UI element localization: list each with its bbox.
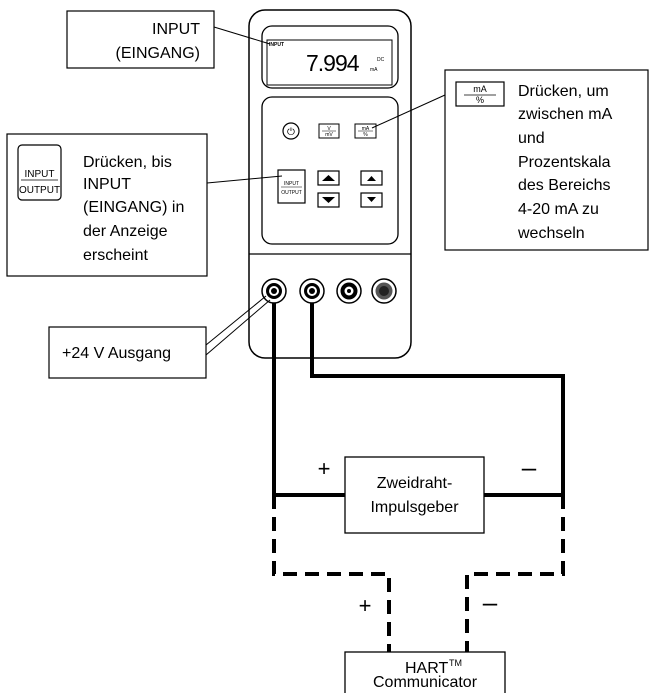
power-icon: ⏻: [287, 127, 295, 138]
leader-press-ma: [371, 94, 446, 129]
svg-text:V: V: [327, 126, 331, 132]
lcd-value: 7.994: [306, 50, 360, 76]
svg-text:(EINGANG): (EINGANG): [116, 45, 200, 62]
svg-text:%: %: [363, 132, 368, 138]
v-mv-button[interactable]: V mV: [318, 123, 340, 139]
svg-text:zwischen mA: zwischen mA: [518, 106, 613, 123]
svg-text:Prozentskala: Prozentskala: [518, 154, 611, 171]
svg-text:INPUT: INPUT: [83, 176, 131, 193]
svg-text:INPUT: INPUT: [25, 169, 55, 180]
arrow-up-left-button[interactable]: [317, 170, 340, 186]
jack-common[interactable]: [336, 278, 362, 304]
svg-text:HART: HART: [405, 660, 448, 677]
jack-ma-input[interactable]: [299, 278, 325, 304]
leader-24v-b: [205, 299, 271, 356]
input-output-button[interactable]: INPUT OUTPUT: [277, 169, 306, 204]
hart-plus-sign: +: [359, 593, 372, 618]
leader-input-eingang: [213, 26, 271, 45]
two-wire-transmitter: Zweidraht- Impulsgeber: [344, 456, 485, 534]
transmitter-minus-sign: –: [522, 452, 537, 482]
callout-press-ma: mA % Drücken, um zwischen mA und Prozent…: [444, 69, 649, 251]
svg-text:Impulsgeber: Impulsgeber: [370, 499, 459, 516]
svg-text:wechseln: wechseln: [517, 225, 585, 242]
svg-text:der Anzeige: der Anzeige: [83, 223, 168, 240]
svg-text:INPUT: INPUT: [152, 21, 200, 38]
lcd-screen: [266, 39, 393, 86]
hart-communicator: HART TM Communicator: [344, 651, 506, 693]
transmitter-plus-sign: +: [318, 456, 331, 481]
svg-text:Zweidraht-: Zweidraht-: [377, 475, 453, 492]
svg-text:mA: mA: [362, 126, 370, 132]
svg-text:(EINGANG) in: (EINGANG) in: [83, 199, 184, 216]
lcd-unit: mA: [370, 67, 378, 73]
arrow-down-left-button[interactable]: [317, 192, 340, 208]
svg-text:und: und: [518, 130, 545, 147]
hart-minus-sign: –: [483, 587, 498, 617]
svg-text:erscheint: erscheint: [83, 247, 148, 264]
svg-text:des Bereichs: des Bereichs: [518, 177, 611, 194]
callout-press-input: INPUT OUTPUT Drücken, bis INPUT (EINGANG…: [6, 133, 208, 277]
arrow-up-right-button[interactable]: [360, 170, 383, 186]
ma-percent-button[interactable]: mA %: [354, 123, 377, 139]
wire-hart-plus: [272, 495, 391, 652]
wire-minus-ma: [310, 303, 565, 497]
svg-text:+24 V Ausgang: +24 V Ausgang: [62, 345, 171, 362]
calibrator-device: INPUT 7.994 mA DC ⏻ V mV mA % INPUT: [248, 9, 412, 359]
callout-input-eingang: INPUT (EINGANG): [66, 10, 215, 69]
triangle-up-icon: [322, 175, 335, 181]
leader-press-input: [206, 175, 283, 184]
lcd-range: DC: [377, 57, 385, 63]
jack-24v-output[interactable]: [261, 278, 287, 304]
power-button[interactable]: ⏻: [282, 122, 300, 140]
svg-text:Drücken, bis: Drücken, bis: [83, 154, 172, 171]
ma-percent-key-icon: mA %: [455, 81, 505, 107]
triangle-down-small-icon: [367, 197, 376, 202]
triangle-up-small-icon: [367, 176, 376, 181]
triangle-down-icon: [322, 197, 335, 203]
svg-text:mA: mA: [473, 84, 487, 94]
svg-text:Communicator: Communicator: [373, 674, 478, 691]
jack-voltage[interactable]: [371, 278, 397, 304]
svg-text:OUTPUT: OUTPUT: [19, 185, 60, 196]
svg-text:mV: mV: [325, 132, 333, 138]
svg-text:OUTPUT: OUTPUT: [281, 190, 302, 196]
svg-text:%: %: [476, 95, 484, 105]
svg-text:INPUT: INPUT: [284, 181, 299, 187]
svg-text:TM: TM: [449, 658, 462, 668]
lcd-mode-label: INPUT: [269, 42, 284, 48]
svg-text:4-20 mA zu: 4-20 mA zu: [518, 201, 599, 218]
leader-24v-a: [205, 295, 267, 346]
arrow-down-right-button[interactable]: [360, 192, 383, 208]
svg-text:Drücken, um: Drücken, um: [518, 83, 609, 100]
callout-24v-output: +24 V Ausgang: [48, 326, 207, 379]
input-output-key-icon: INPUT OUTPUT: [17, 144, 62, 201]
